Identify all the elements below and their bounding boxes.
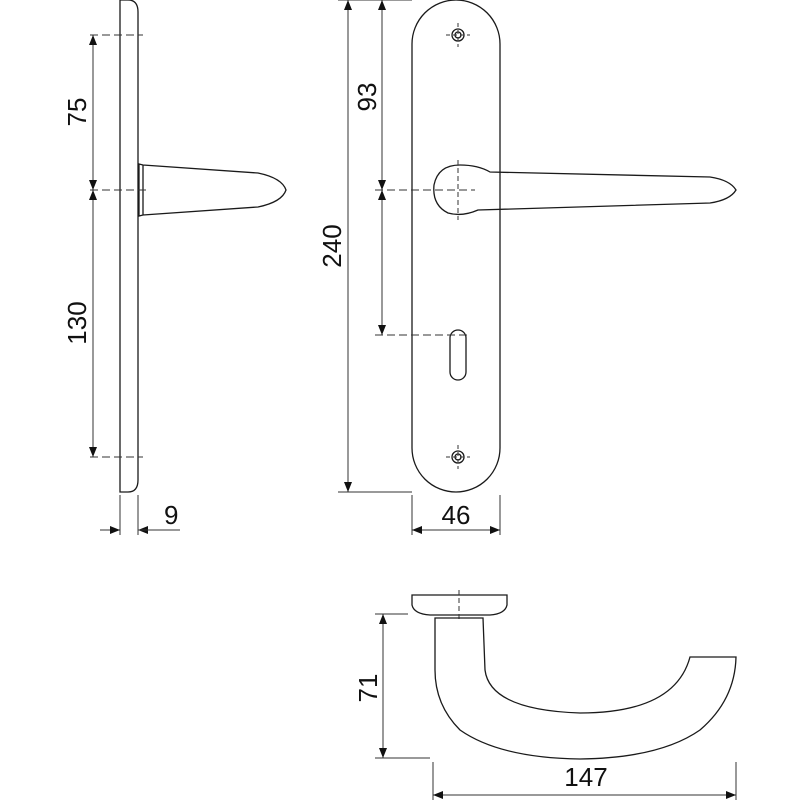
screw-icon — [446, 445, 470, 469]
dim-label-93: 93 — [352, 83, 382, 112]
side-view: 75 130 9 — [62, 0, 287, 535]
keyhole — [449, 329, 467, 381]
side-backplate — [119, 0, 139, 493]
side-lever — [138, 163, 287, 217]
dim-label-147: 147 — [564, 762, 607, 792]
dim-label-240: 240 — [317, 224, 347, 267]
top-lever — [434, 617, 737, 760]
dim-label-71: 71 — [353, 674, 383, 703]
dim-label-9: 9 — [164, 500, 178, 530]
front-view: 240 93 46 — [317, 0, 737, 535]
dim-label-46: 46 — [442, 500, 471, 530]
screw-icon — [446, 23, 470, 47]
top-view: 71 147 — [353, 590, 737, 800]
front-lever — [433, 164, 737, 216]
dim-label-75: 75 — [62, 98, 92, 127]
dim-label-130: 130 — [62, 301, 92, 344]
front-backplate — [411, 0, 501, 493]
rose — [411, 594, 508, 616]
